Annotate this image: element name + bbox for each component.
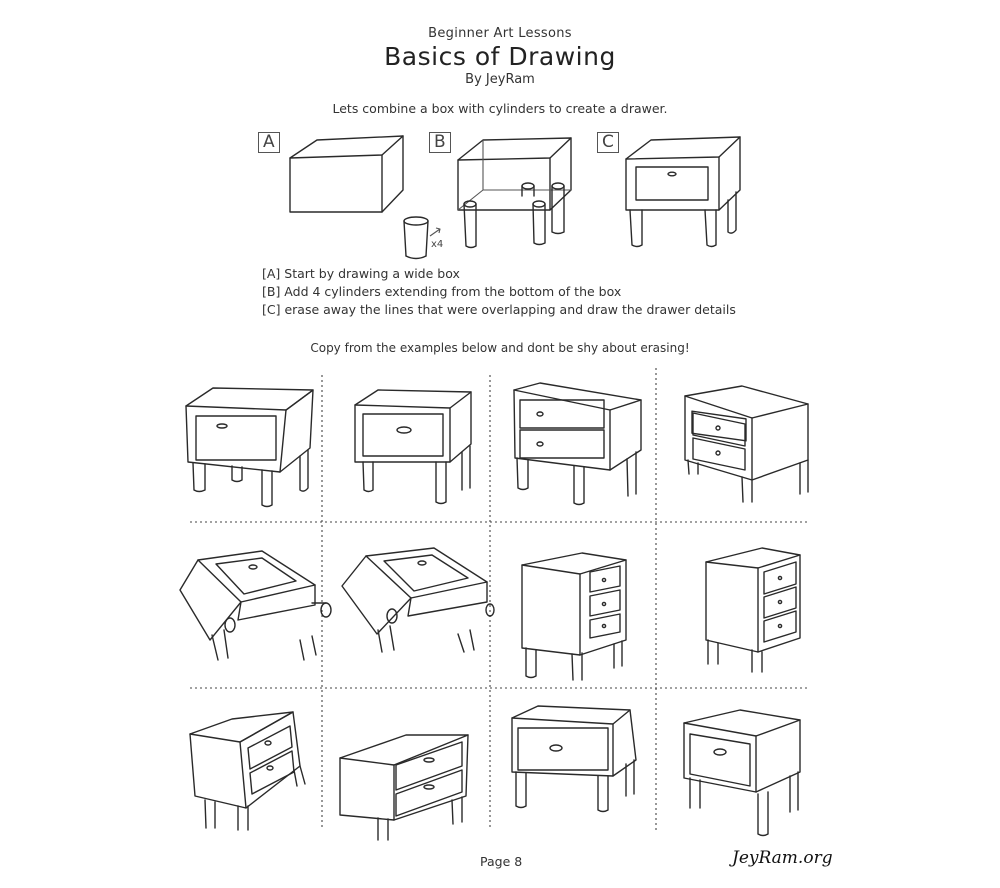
stage-label-a: A — [258, 132, 280, 153]
example-drawer-8 — [705, 547, 801, 673]
example-drawer-9 — [189, 711, 306, 831]
stage-c-drawer-drawing — [625, 136, 741, 248]
author-byline: By JeyRam — [465, 72, 535, 87]
lesson-subject: Beginner Art Lessons — [428, 26, 572, 41]
example-drawer-5 — [179, 550, 332, 661]
copy-prompt: Copy from the examples below and dont be… — [310, 341, 690, 355]
stage-label-b: B — [429, 132, 451, 153]
example-drawer-11 — [511, 705, 637, 813]
example-drawer-4 — [684, 385, 809, 503]
instruction-steps: [A] Start by drawing a wide box [B] Add … — [262, 265, 736, 319]
step-b: [B] Add 4 cylinders extending from the b… — [262, 284, 622, 299]
example-drawer-1 — [185, 387, 314, 508]
stage-a-box-drawing — [289, 135, 404, 213]
signature: JeyRam.org — [732, 848, 833, 868]
example-drawer-12 — [683, 709, 801, 837]
page-number: Page 8 — [480, 854, 523, 869]
example-drawer-7 — [521, 552, 627, 681]
step-c: [C] erase away the lines that were overl… — [262, 302, 736, 317]
example-drawer-6 — [341, 547, 495, 653]
intro-text: Lets combine a box with cylinders to cre… — [332, 101, 668, 116]
example-drawer-2 — [354, 389, 472, 505]
example-drawer-3 — [513, 382, 642, 506]
stage-b-box-drawing — [457, 137, 572, 249]
step-a: [A] Start by drawing a wide box — [262, 266, 460, 281]
multiplier-label: x4 — [431, 239, 443, 250]
cylinder-example-drawing — [403, 216, 441, 260]
example-grid — [190, 368, 810, 830]
stage-label-c: C — [597, 132, 619, 153]
page-title: Basics of Drawing — [384, 42, 616, 71]
example-drawer-10 — [339, 734, 469, 841]
